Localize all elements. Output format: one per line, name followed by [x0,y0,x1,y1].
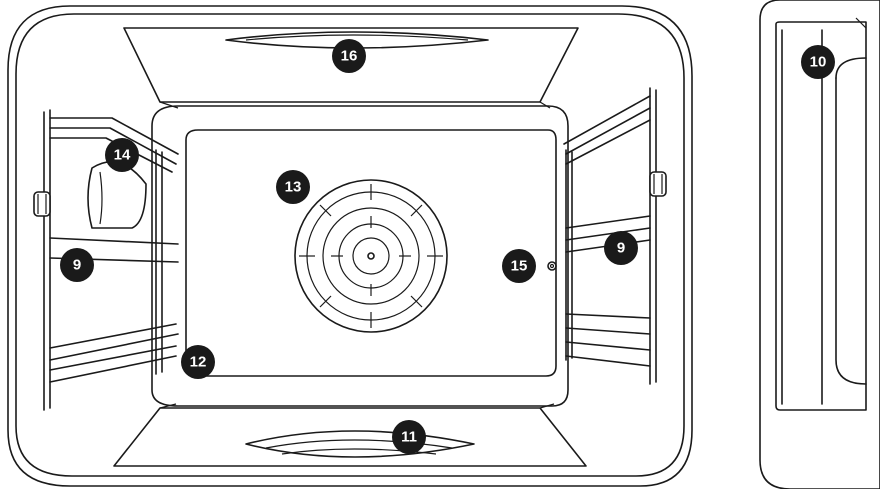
cavity-inner-edge [15,13,685,477]
callout-9-right-label: 9 [617,240,625,257]
callout-9-left-label: 9 [73,257,81,274]
callout-13-label: 13 [285,179,302,196]
corner-line-tr [539,101,551,109]
callout-9-right: 9 [604,231,638,265]
callout-11: 11 [392,420,426,454]
callout-15-label: 15 [511,258,528,275]
callout-14: 14 [105,138,139,172]
oven-door [759,0,880,489]
rear-wall-outer [151,105,569,407]
corner-line-br [539,403,555,409]
top-heater [225,31,489,49]
callout-13: 13 [276,170,310,204]
corner-line-tl [159,101,179,109]
bottom-panel [113,407,587,467]
temperature-sensor [547,261,557,271]
callout-14-label: 14 [114,147,131,164]
callout-9-left: 9 [60,248,94,282]
callout-10: 10 [801,45,835,79]
rear-wall-inner [185,129,557,377]
oven-cavity [7,5,693,487]
callout-10-label: 10 [810,54,827,71]
corner-line-bl [159,403,177,409]
fan-cover [294,179,448,333]
callout-16-label: 16 [341,48,358,65]
callout-12-label: 12 [190,354,207,371]
callout-12: 12 [181,345,215,379]
callout-16: 16 [332,39,366,73]
callout-15: 15 [502,249,536,283]
cavity-outer-shell [7,5,693,487]
right-shelf-support [563,87,667,385]
callout-11-label: 11 [401,429,417,446]
